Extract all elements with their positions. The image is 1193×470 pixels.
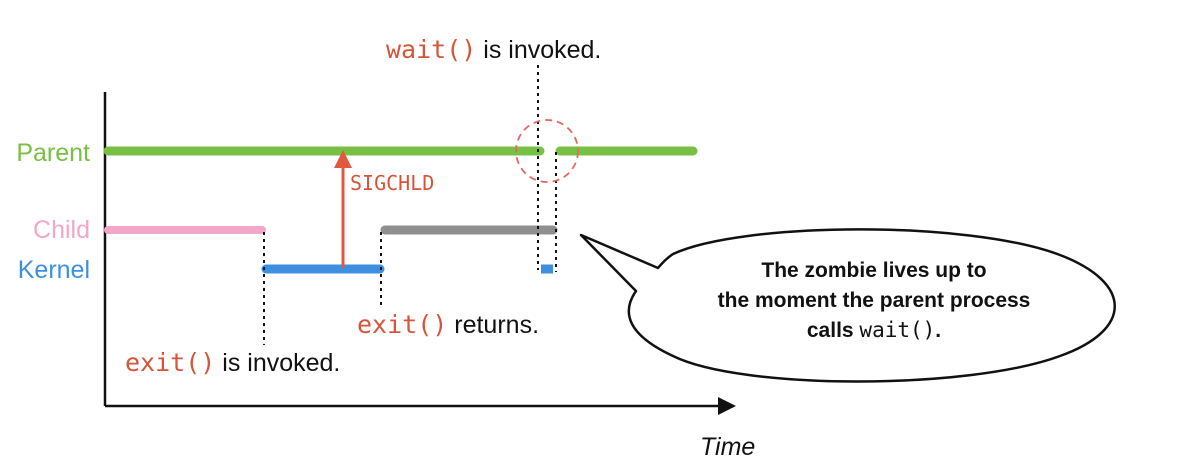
highlight-circle: [515, 119, 579, 183]
callout-line-3-code: wait(): [859, 318, 935, 342]
parent-row-label: Parent: [16, 139, 90, 167]
child-row-label: Child: [33, 216, 90, 244]
exit-returns-code: exit(): [357, 310, 447, 339]
time-axis-label: Time: [700, 433, 755, 461]
callout-line-3-prefix: calls: [807, 319, 860, 342]
exit-invoked-text: is invoked.: [215, 349, 340, 377]
wait-text: is invoked.: [476, 36, 601, 64]
callout-line-3: calls wait().: [807, 318, 941, 342]
callout-bubble: [579, 228, 1116, 383]
exit-returns-annotation: exit() returns.: [357, 310, 539, 339]
sigchld-arrowhead: [334, 150, 352, 168]
sigchld-label: SIGCHLD: [350, 171, 434, 195]
exit-invoked-code: exit(): [125, 348, 215, 377]
wait-invoked-annotation: wait() is invoked.: [386, 35, 601, 64]
exit-invoked-annotation: exit() is invoked.: [125, 348, 340, 377]
exit-returns-text: returns.: [447, 311, 539, 339]
kernel-row-label: Kernel: [18, 256, 90, 284]
callout-line-1: The zombie lives up to: [761, 259, 986, 282]
callout-line-2: the moment the parent process: [718, 289, 1031, 312]
wait-code: wait(): [386, 35, 476, 64]
x-axis-arrowhead: [718, 397, 736, 415]
callout-line-3-suffix: .: [935, 319, 941, 342]
